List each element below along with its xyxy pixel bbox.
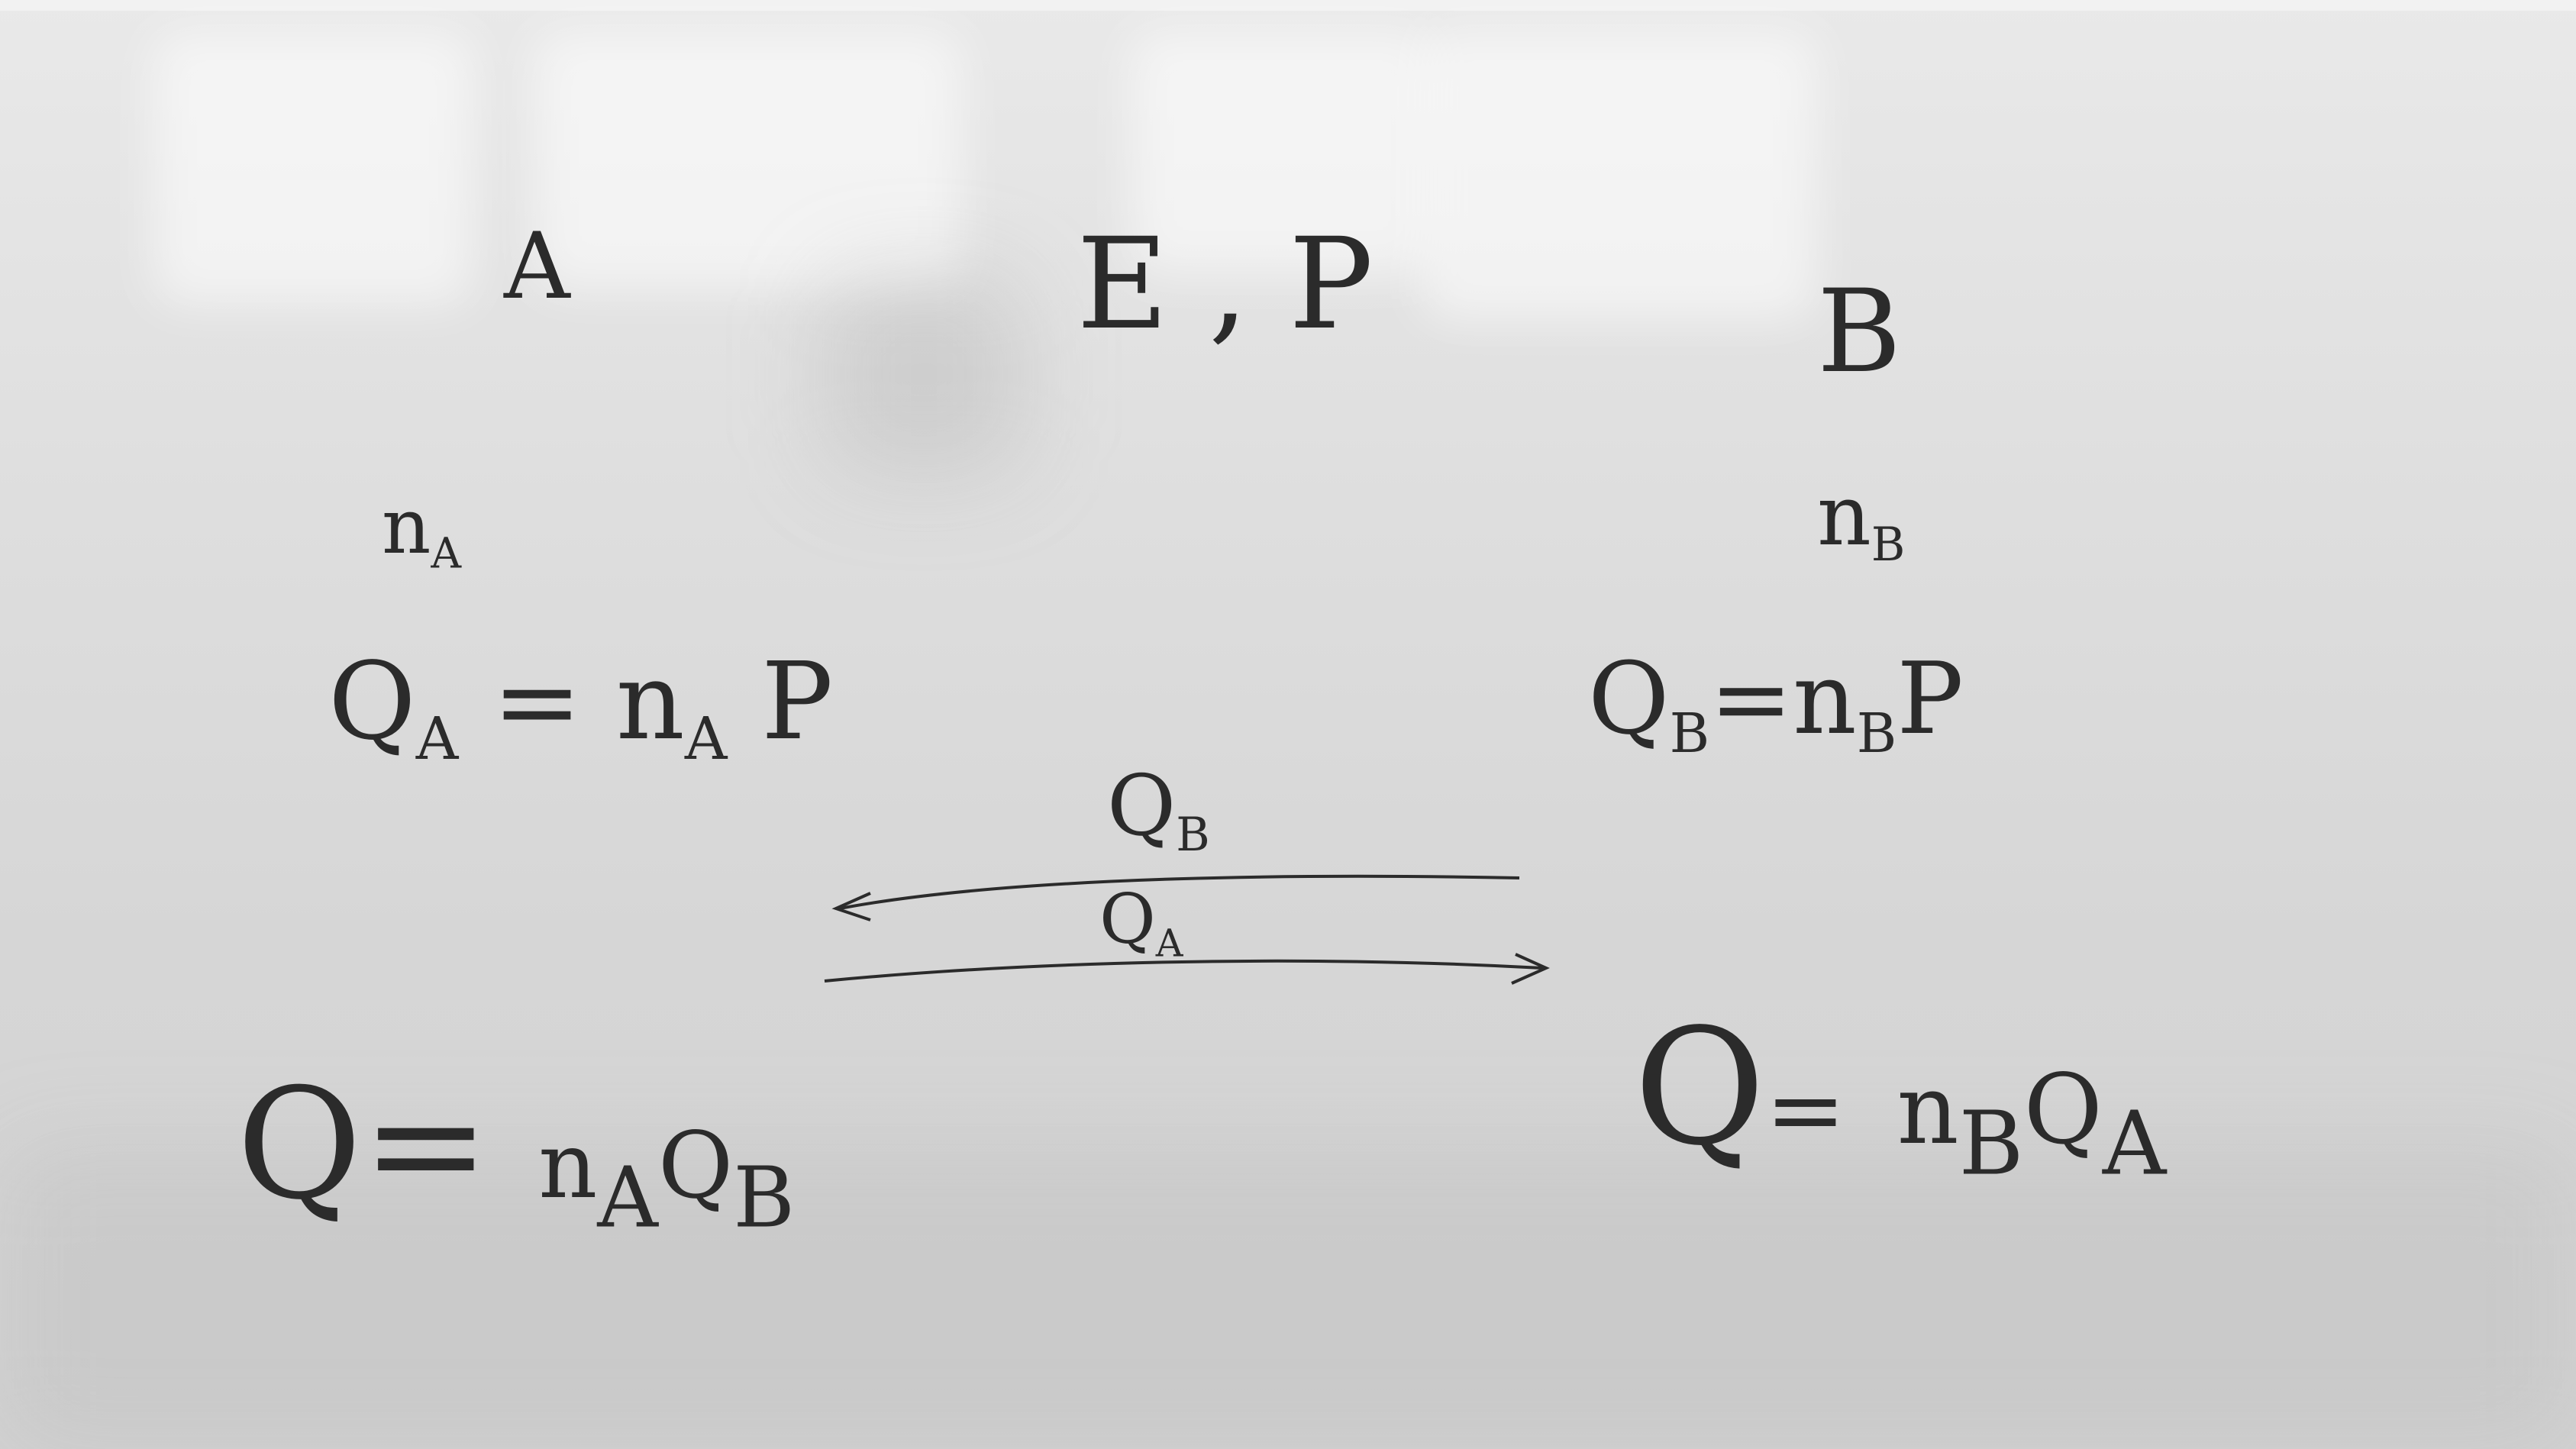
pk-b-lhs: Q [1588, 641, 1670, 757]
shared-secret-a-equation: Q= nAQB [237, 1069, 795, 1240]
window-reflection-1 [153, 31, 473, 305]
shared-b-q: Q [2023, 1054, 2103, 1166]
exchange-bottom-sub: A [1155, 921, 1183, 966]
board-top-edge [0, 0, 2576, 11]
shared-b-lhs: Q [1634, 994, 1766, 1181]
shared-b-q-sub: A [2102, 1092, 2167, 1196]
pk-a-lhs: Q [328, 640, 416, 764]
secret-b-sub: B [1871, 518, 1906, 573]
exchange-bottom-base: Q [1099, 879, 1156, 960]
arrow-right [824, 959, 1543, 983]
shared-a-n: n [538, 1113, 598, 1219]
arrow-left-head [831, 892, 871, 921]
exchange-bottom-label: QA [1099, 886, 1183, 962]
shared-b-n-sub: B [1958, 1092, 2024, 1196]
public-key-a-equation: QA = nA P [328, 649, 833, 769]
pk-b-rhs: n [1793, 641, 1857, 757]
secret-b-base: n [1817, 466, 1871, 564]
exchange-top-label: QB [1107, 763, 1210, 858]
secret-b: nB [1817, 473, 1905, 568]
window-reflection-4 [1420, 31, 1817, 321]
secret-a-sub: A [431, 528, 462, 578]
shadow-silhouette [825, 275, 1023, 473]
pk-a-lhs-sub: A [415, 705, 459, 773]
secret-a-base: n [382, 482, 431, 571]
secret-a: nA [382, 489, 461, 574]
window-reflection-3 [1130, 31, 1435, 275]
pk-a-rhs: n [615, 640, 685, 764]
arrow-left [839, 874, 1520, 910]
exchange-arrows [824, 874, 1550, 985]
shared-a-n-sub: A [597, 1148, 658, 1247]
pk-b-rhs-sub: B [1856, 702, 1897, 766]
pk-a-tail: P [761, 640, 834, 764]
public-key-b-equation: QB=nBP [1588, 649, 1964, 760]
shared-a-op: = [361, 1056, 490, 1234]
party-b-label: B [1817, 266, 1902, 399]
shared-b-n: n [1896, 1054, 1959, 1166]
lower-shading [0, 1145, 2576, 1449]
exchange-top-base: Q [1107, 757, 1177, 854]
exchange-top-sub: B [1176, 808, 1210, 863]
pk-a-op: = [492, 640, 583, 764]
public-params-label: E , P [1077, 211, 1374, 357]
pk-b-op: = [1709, 641, 1793, 757]
pk-a-rhs-sub: A [684, 705, 728, 773]
shared-a-q-sub: B [733, 1148, 796, 1247]
shared-a-q: Q [657, 1113, 734, 1219]
shared-a-lhs: Q [237, 1056, 362, 1234]
pk-b-lhs-sub: B [1669, 702, 1710, 766]
arrow-right-head [1511, 953, 1550, 985]
shared-b-op: = [1765, 1054, 1846, 1166]
party-a-label: A [504, 214, 570, 320]
window-reflection-2 [534, 31, 962, 290]
shared-secret-b-equation: Q= nBQA [1634, 1008, 2166, 1188]
pk-b-tail: P [1896, 641, 1964, 757]
